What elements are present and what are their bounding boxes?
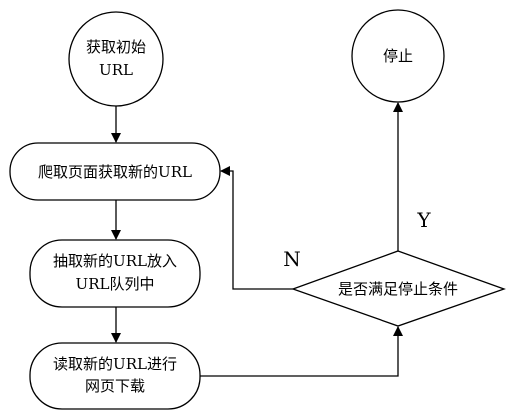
extract-node-line1: 抽取新的URL放入 [53, 252, 177, 270]
stop-node: 停止 [351, 9, 445, 103]
extract-node-line2: URL队列中 [76, 275, 155, 293]
download-node: 读取新的URL进行 网页下载 [29, 342, 201, 410]
stop-node-label: 停止 [383, 47, 413, 65]
start-node: 获取初始 URL [68, 11, 164, 107]
decision-node-label: 是否满足停止条件 [338, 280, 458, 298]
extract-node: 抽取新的URL放入 URL队列中 [29, 239, 201, 308]
edge-label-yes: Y [416, 208, 431, 232]
edge-decision-to-crawl [220, 166, 293, 290]
start-node-line2: URL [99, 61, 133, 79]
edge-label-no: N [283, 247, 301, 271]
crawl-node: 爬取页面获取新的URL [9, 142, 221, 201]
start-node-line1: 获取初始 [86, 38, 146, 56]
download-node-line2: 网页下载 [85, 377, 145, 395]
crawl-node-label: 爬取页面获取新的URL [38, 163, 192, 181]
edge-download-to-decision [200, 326, 403, 377]
download-node-line1: 读取新的URL进行 [53, 355, 177, 373]
decision-node: 是否满足停止条件 [291, 250, 506, 327]
